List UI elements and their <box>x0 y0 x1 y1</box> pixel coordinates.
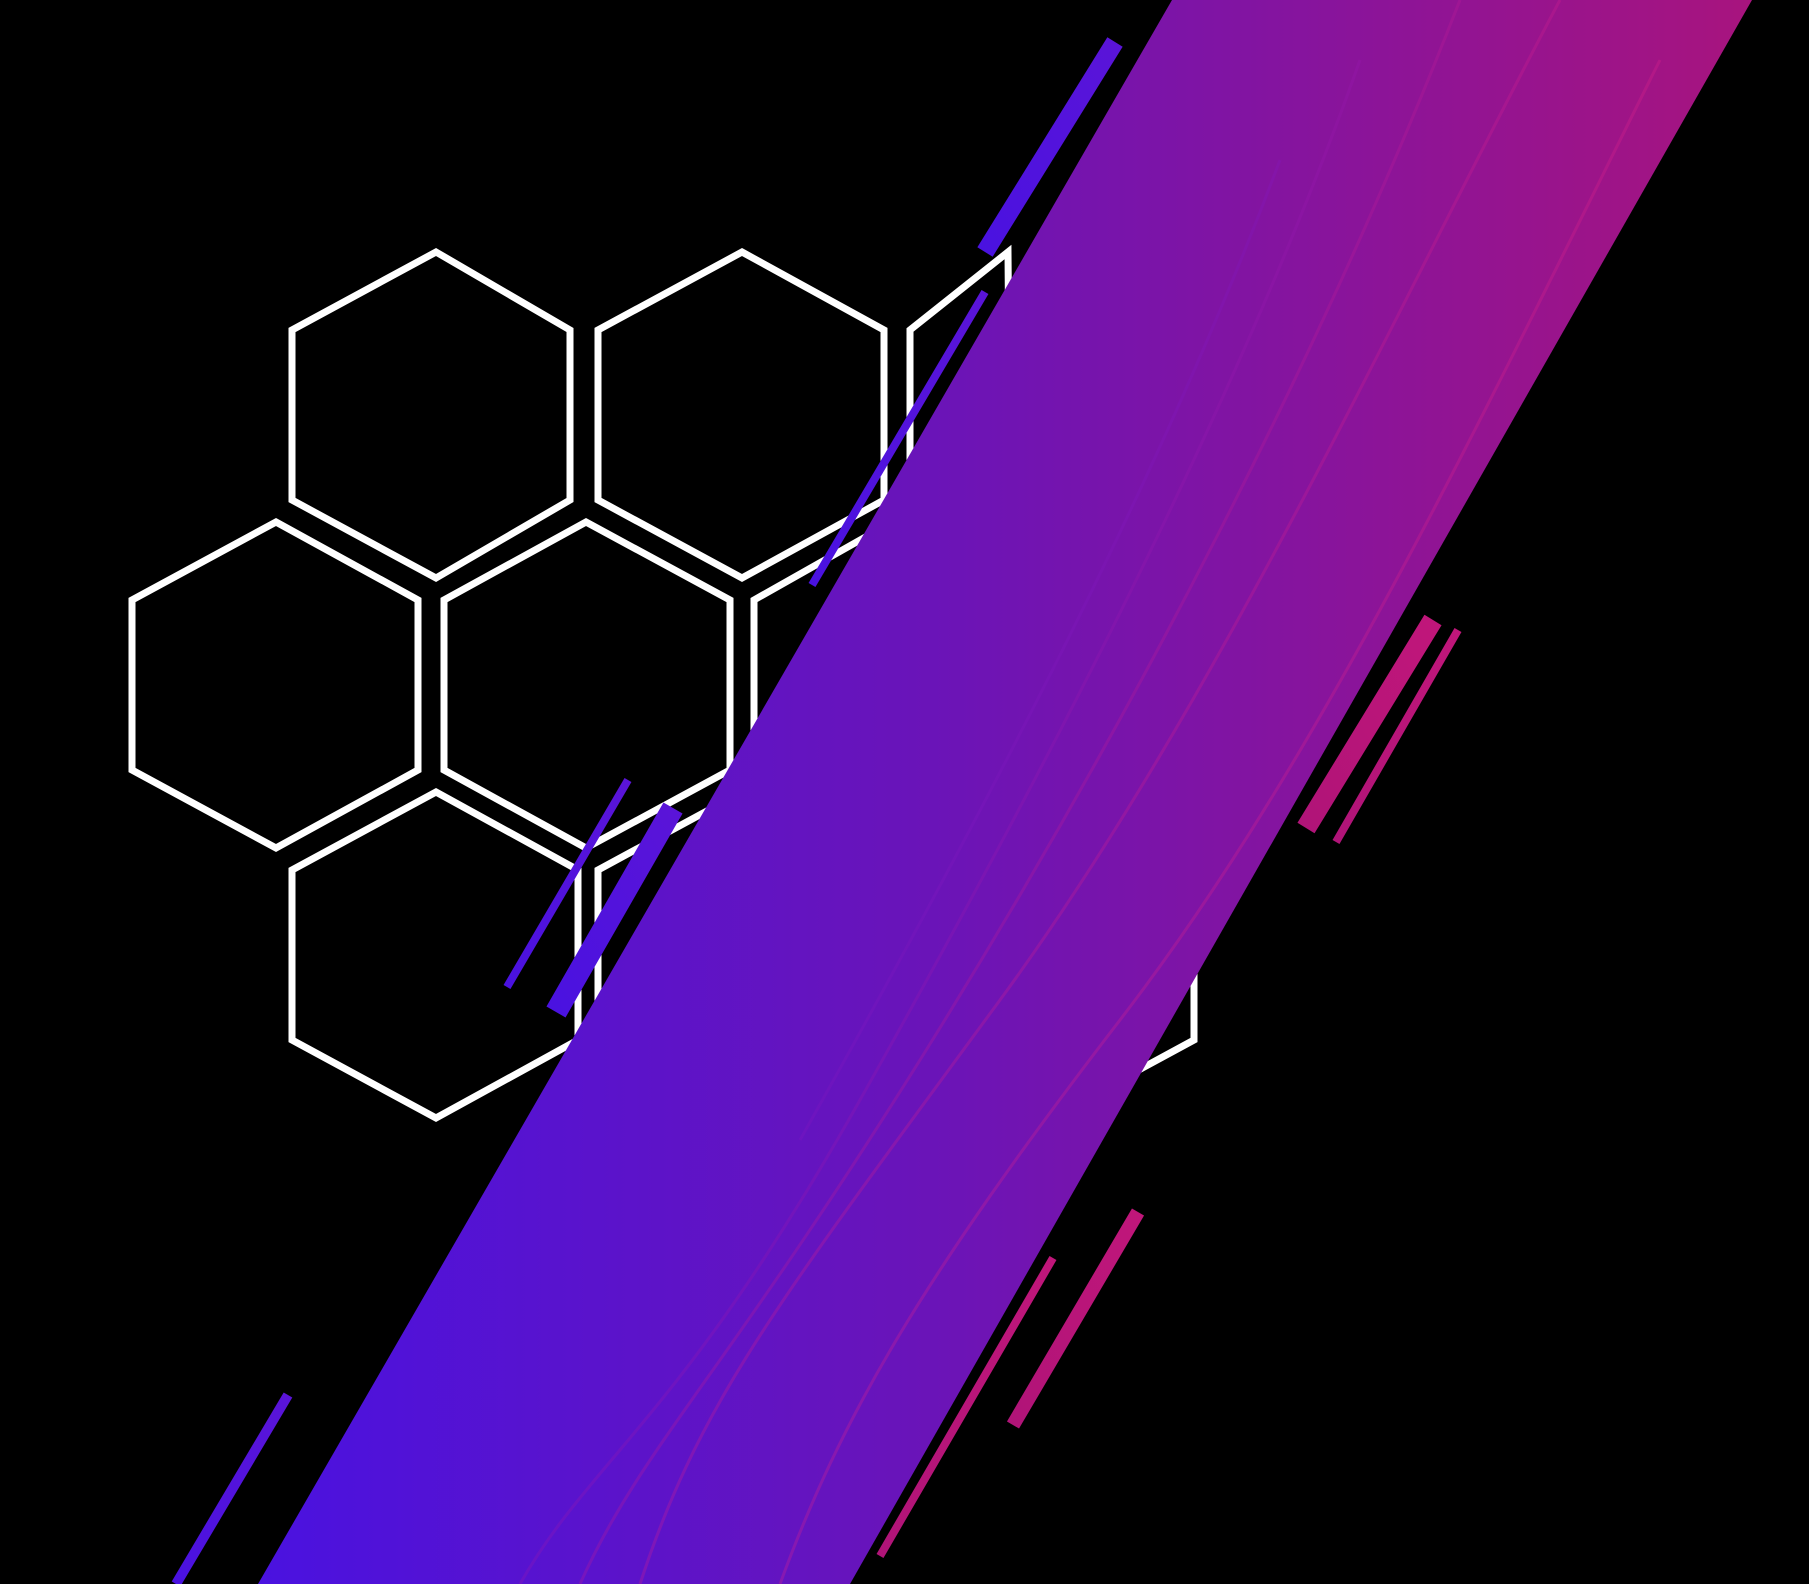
accent-stripe <box>1006 1208 1145 1429</box>
accent-stripe <box>876 1255 1057 1559</box>
hexagon <box>288 247 574 583</box>
accent-stripe <box>546 802 683 1018</box>
accent-stripe <box>808 289 989 588</box>
accent-stripe <box>503 777 632 990</box>
hexagon <box>128 518 422 852</box>
band-streaks <box>518 0 1662 1584</box>
accent-stripe <box>977 37 1123 257</box>
hexagon <box>594 248 888 582</box>
accent-stripes <box>171 37 1462 1584</box>
gradient-band <box>258 0 1752 1584</box>
accent-stripe <box>171 1392 293 1584</box>
accent-stripe <box>1332 628 1462 844</box>
accent-stripe <box>1297 614 1442 834</box>
